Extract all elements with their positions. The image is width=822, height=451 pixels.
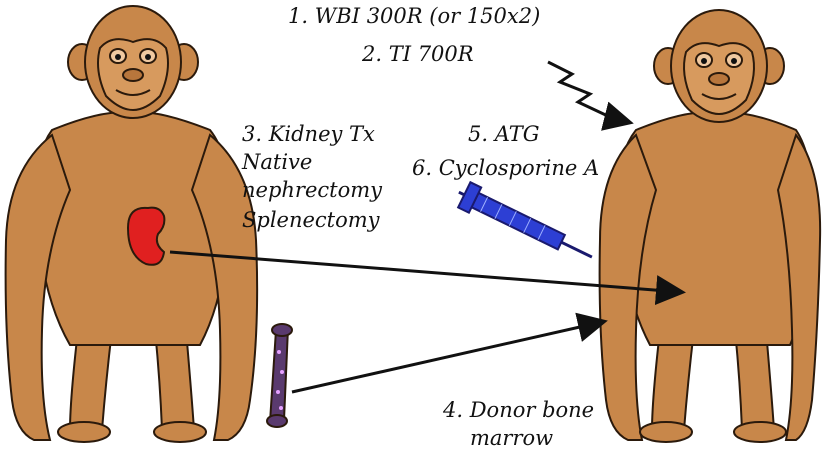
bone-marrow-transfer-arrow [292, 322, 602, 392]
bone-marrow-icon [267, 324, 292, 427]
label-step-3-title: 3. Kidney Tx [242, 122, 375, 147]
label-step-4-line2: marrow [470, 426, 553, 451]
label-step-5: 5. ATG [468, 122, 540, 147]
label-step-6: 6. Cyclosporine A [412, 156, 599, 181]
radiation-arrow-icon [548, 62, 628, 122]
label-step-3-line4: Splenectomy [242, 208, 380, 233]
label-step-1: 1. WBI 300R (or 150x2) [288, 4, 540, 29]
syringe-icon [453, 180, 598, 270]
recipient-monkey [600, 10, 821, 442]
label-step-4-line1: 4. Donor bone [443, 398, 594, 423]
label-step-2: 2. TI 700R [362, 42, 474, 67]
label-step-3-line2: Native [242, 150, 312, 175]
label-step-3-line3: nephrectomy [242, 178, 382, 203]
